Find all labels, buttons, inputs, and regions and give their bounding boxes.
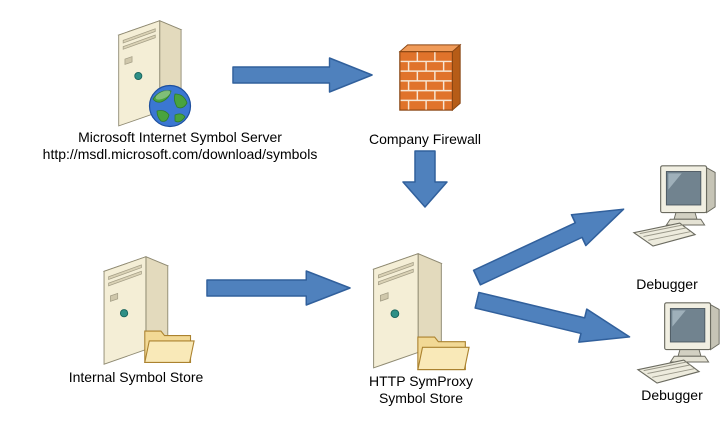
firewall-icon: [398, 40, 462, 114]
microsoft-symbol-server-url: http://msdl.microsoft.com/download/symbo…: [42, 146, 318, 162]
http-symproxy-label: HTTP SymProxy Symbol Store: [331, 373, 511, 407]
microsoft-symbol-server-name: Microsoft Internet Symbol Server: [78, 129, 282, 145]
folder-icon: [416, 330, 470, 372]
debugger-top-label: Debugger: [636, 276, 698, 292]
company-firewall-label: Company Firewall: [368, 131, 482, 147]
arrow-internal-to-symproxy-icon: [206, 268, 352, 308]
internal-symbol-store-label: Internal Symbol Store: [68, 369, 204, 385]
microsoft-symbol-server-label: Microsoft Internet Symbol Server http://…: [0, 129, 360, 163]
debugger-bottom-label: Debugger: [641, 387, 703, 403]
desktop-computer-icon: [632, 160, 718, 248]
http-symproxy-name-line1: HTTP SymProxy: [369, 373, 473, 389]
folder-icon: [143, 324, 195, 365]
http-symproxy-name-line2: Symbol Store: [378, 390, 464, 406]
globe-icon: [148, 84, 192, 128]
desktop-computer-icon: [636, 297, 721, 385]
arrow-server-to-firewall-icon: [232, 55, 374, 95]
arrow-firewall-to-symproxy-icon: [402, 150, 448, 208]
